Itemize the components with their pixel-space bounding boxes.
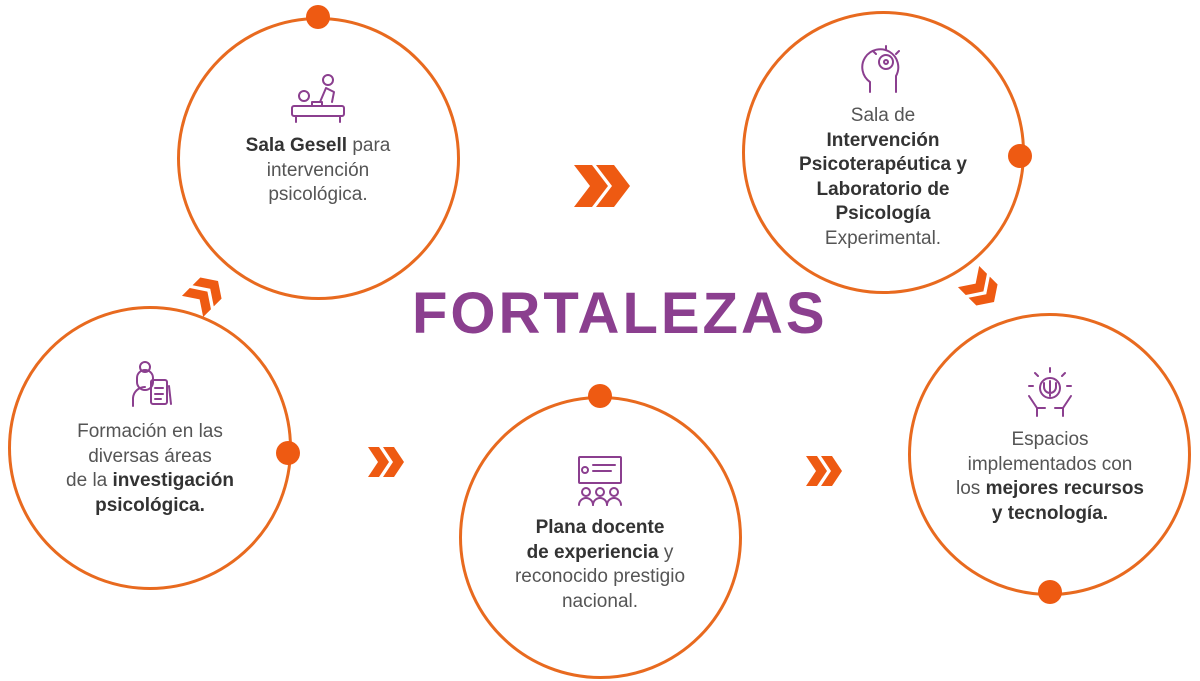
- page-title: FORTALEZAS: [412, 281, 828, 346]
- circle-dot: [276, 441, 300, 465]
- card-sala: Sala de Intervención Psicoterapéutica y …: [758, 42, 1008, 251]
- card-gesell: Sala Gesell para intervención psicológic…: [198, 72, 438, 208]
- psi-hands-icon: [1028, 367, 1072, 417]
- card-text: Espacios implementados con los mejores r…: [956, 429, 1144, 524]
- teacher-presentation-icon: [578, 456, 622, 506]
- circle-dot: [306, 5, 330, 29]
- card-circle-plana: [459, 396, 742, 679]
- chevron-arrow-icon: [806, 456, 842, 486]
- circle-dot: [588, 384, 612, 408]
- card-circle-formacion: [8, 306, 292, 590]
- card-circle-espacios: [908, 313, 1191, 596]
- card-plana: Plana docente de experiencia y reconocid…: [480, 454, 720, 614]
- chevron-arrow-icon: [368, 447, 404, 477]
- card-formacion: Formación en las diversas áreas de la in…: [30, 358, 270, 518]
- card-espacios: Espacios implementados con los mejores r…: [928, 366, 1172, 526]
- therapy-room-icon: [291, 74, 345, 123]
- mind-head-icon: [861, 45, 900, 93]
- card-circle-gesell: [177, 17, 460, 300]
- chevron-arrow-icon: [574, 165, 630, 207]
- circle-dot: [1008, 144, 1032, 168]
- card-text: Plana docente de experiencia y reconocid…: [514, 517, 686, 612]
- card-text: Sala Gesell para intervención psicológic…: [245, 135, 391, 205]
- chevron-arrow-icon: [957, 265, 998, 306]
- card-text: Formación en las diversas áreas de la in…: [66, 421, 234, 516]
- circle-dot: [1038, 580, 1062, 604]
- card-text: Sala de Intervención Psicoterapéutica y …: [799, 105, 967, 249]
- researcher-icon: [132, 361, 172, 407]
- chevron-arrow-icon: [181, 277, 222, 318]
